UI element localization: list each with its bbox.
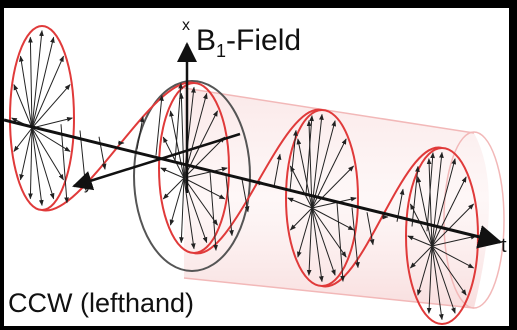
field-vector <box>19 127 33 181</box>
t-axis-label: t <box>501 235 507 257</box>
field-vector <box>183 177 196 250</box>
field-vector <box>225 175 234 237</box>
field-vector <box>28 36 33 129</box>
field-vector <box>169 177 185 226</box>
reference-circle <box>133 80 251 272</box>
field-vector <box>297 207 313 258</box>
field-vector <box>289 129 298 191</box>
helix-loop <box>9 25 75 211</box>
field-vector <box>241 179 250 213</box>
field-vector <box>431 245 475 269</box>
field-vector <box>306 120 313 209</box>
field-vector <box>31 116 73 129</box>
field-vector <box>336 202 345 282</box>
field-vector <box>366 212 375 246</box>
field-vector <box>416 176 433 247</box>
field-vector <box>174 82 183 162</box>
diagram-panel: x B1-Field y t CCW (lefthand) <box>4 8 509 326</box>
field-vector <box>409 245 433 269</box>
field-vector <box>162 177 185 200</box>
field-vector <box>160 167 185 179</box>
field-vector <box>31 127 55 200</box>
field-vector <box>311 207 336 276</box>
field-vector <box>306 207 313 276</box>
field-vector <box>18 55 33 129</box>
y-axis-line <box>72 132 241 191</box>
field-vector <box>407 235 433 247</box>
field-vector <box>431 234 477 247</box>
field-vector <box>31 127 64 181</box>
helix-diagram <box>4 25 505 325</box>
field-vector <box>169 110 185 179</box>
field-vector <box>431 151 444 247</box>
field-vector <box>305 115 314 195</box>
field-vector <box>311 120 337 209</box>
field-vector <box>183 166 228 179</box>
field-vector <box>431 245 444 321</box>
field-vector <box>411 165 420 227</box>
field-vector <box>426 158 433 247</box>
field-vector <box>209 171 218 251</box>
field-vector <box>179 177 185 244</box>
field-vector <box>431 203 475 247</box>
field-vector <box>183 136 226 179</box>
field-vector <box>289 165 313 209</box>
field-vector <box>311 207 324 283</box>
field-vector <box>13 83 33 129</box>
field-vector <box>287 197 313 209</box>
field-vector <box>31 127 44 206</box>
field-vector <box>60 124 69 204</box>
field-vector <box>31 55 64 129</box>
field-vector <box>417 245 433 296</box>
axes <box>4 42 503 249</box>
field-vector <box>31 30 44 129</box>
field-vector <box>155 94 164 156</box>
field-vector <box>13 127 33 152</box>
field-vector <box>136 116 145 150</box>
field-vector <box>28 127 33 200</box>
field-vector <box>183 177 218 226</box>
field-vector <box>426 152 435 232</box>
field-vector <box>311 165 355 209</box>
field-vector <box>431 158 457 247</box>
field-vector <box>162 136 185 179</box>
field-vector <box>31 36 55 129</box>
field-vector <box>351 207 360 269</box>
field-vector <box>426 245 433 314</box>
field-title: B1-Field <box>196 24 302 61</box>
field-vector <box>183 86 196 179</box>
field-vector <box>273 153 282 187</box>
field-vector <box>311 196 357 209</box>
t-axis-line <box>4 118 503 249</box>
field-vector <box>431 245 467 296</box>
field-vector <box>31 84 71 129</box>
rotation-mode-label: CCW (lefthand) <box>8 288 195 318</box>
field-vector <box>31 127 71 152</box>
field-vector <box>311 113 324 209</box>
field-vector <box>183 177 226 200</box>
y-axis-label: y <box>84 176 92 193</box>
x-axis-label: x <box>182 17 190 34</box>
field-vector <box>431 176 467 247</box>
field-vector <box>289 207 313 231</box>
field-vector <box>431 245 456 314</box>
field-vector <box>311 207 355 231</box>
